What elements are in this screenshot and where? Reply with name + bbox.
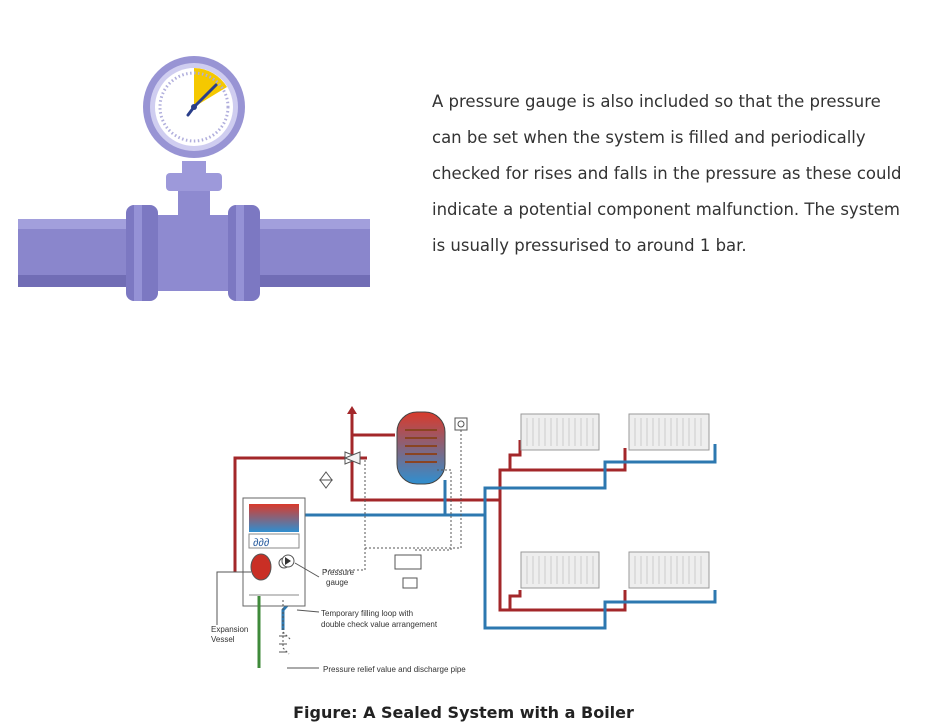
radiator-fins xyxy=(526,418,702,584)
pressure-gauge-illustration xyxy=(18,56,370,301)
control-wiring xyxy=(325,430,462,571)
room-thermostat-icon xyxy=(454,417,468,431)
valve-icon xyxy=(319,451,362,489)
filling-loop-label: Temporary filling loop with xyxy=(321,609,413,618)
expansion-vessel-label: Expansion xyxy=(211,625,248,634)
control-box-icon xyxy=(402,577,418,589)
pressure-gauge-label-2: gauge xyxy=(326,578,349,587)
figure-caption: Figure: A Sealed System with a Boiler xyxy=(293,703,634,722)
svg-text:∂∂∂: ∂∂∂ xyxy=(253,537,270,549)
pressure-gauge-on-pipe-icon xyxy=(18,56,370,301)
leader-lines xyxy=(216,562,320,669)
expansion-vessel-icon xyxy=(250,553,272,581)
relief-valve-label: Pressure relief value and discharge pipe xyxy=(323,665,466,674)
programmer-icon xyxy=(394,554,422,570)
hot-water-cylinder xyxy=(396,411,446,485)
boiler: ∂∂∂ xyxy=(242,497,306,607)
expansion-vessel-label-2: Vessel xyxy=(211,635,235,644)
intro-paragraph: A pressure gauge is also included so tha… xyxy=(432,92,902,255)
flow-return-connectors xyxy=(518,440,717,450)
pressure-gauge-label: Pressure xyxy=(322,568,355,577)
filling-loop-label-2: double check value arrangement xyxy=(321,620,438,629)
flow-pipework xyxy=(233,412,627,612)
radiator xyxy=(520,413,710,589)
check-valve-icon xyxy=(279,635,287,653)
flow-arrow-icon xyxy=(347,406,357,414)
sealed-system-diagram: ∂∂∂ Pressure gauge Temporary filling loo… xyxy=(211,406,717,674)
